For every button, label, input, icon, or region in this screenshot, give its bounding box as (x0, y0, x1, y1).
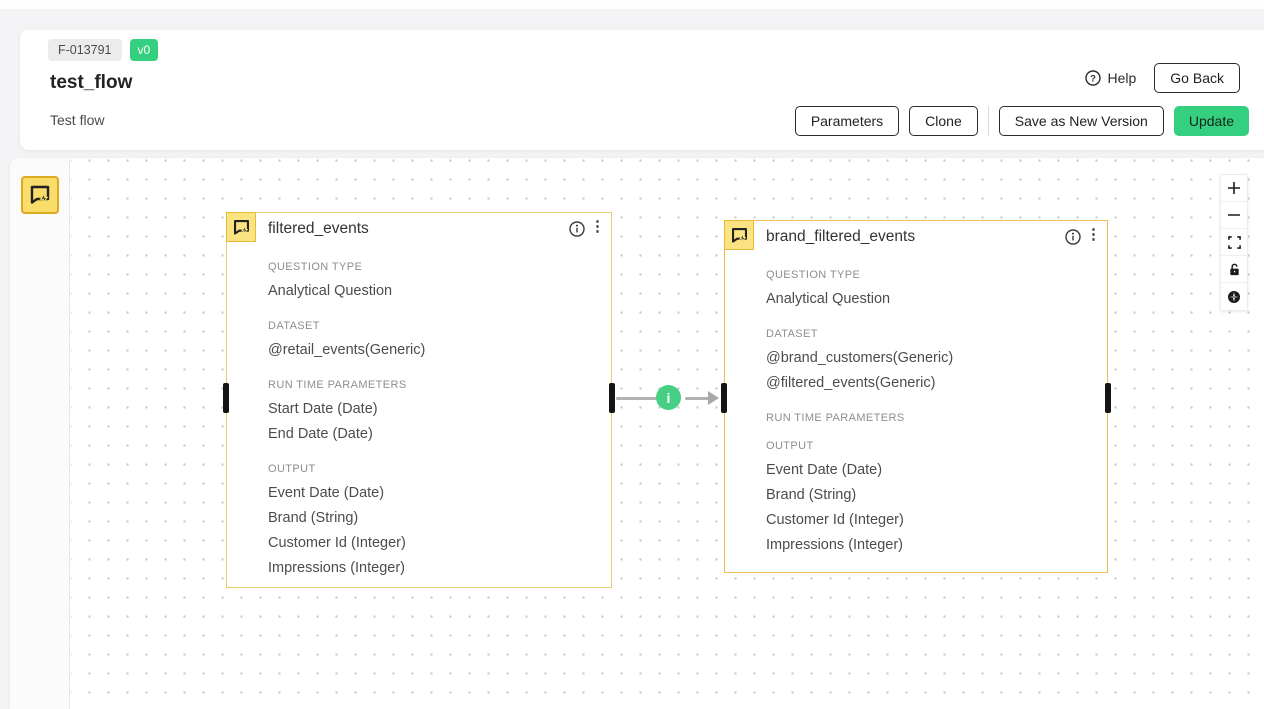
fit-view-button[interactable] (1221, 229, 1247, 256)
node-type-icon-box (226, 212, 256, 242)
output-handle[interactable] (609, 383, 615, 413)
flow-canvas[interactable]: i filtered_events (71, 158, 1264, 709)
section-item: Event Date (Date) (268, 485, 385, 501)
section-item: Event Date (Date) (766, 462, 883, 478)
badges: F-013791 v0 (48, 39, 159, 61)
section-label: DATASET (268, 320, 320, 332)
help-button[interactable]: ? Help (1084, 70, 1137, 86)
chat-lightning-icon (233, 219, 249, 235)
node-section: RUN TIME PARAMETERS (766, 412, 1093, 424)
section-label: QUESTION TYPE (766, 269, 861, 281)
section-item: Impressions (Integer) (268, 560, 405, 576)
clone-button[interactable]: Clone (909, 106, 978, 136)
minus-icon (1228, 214, 1240, 216)
unlock-icon (1229, 263, 1239, 275)
node-title: brand_filtered_events (766, 228, 916, 245)
button-divider (987, 106, 989, 136)
info-icon[interactable] (569, 221, 585, 242)
section-item: End Date (Date) (268, 426, 373, 442)
section-item: @retail_events(Generic) (268, 342, 426, 358)
input-handle[interactable] (223, 383, 229, 413)
lock-button[interactable] (1221, 256, 1247, 283)
edge-info-button[interactable]: i (656, 385, 681, 410)
question-circle-icon: ? (1084, 70, 1101, 86)
node-section: QUESTION TYPE Analytical Question (268, 261, 597, 304)
node-title: filtered_events (268, 220, 369, 237)
edge-segment (616, 397, 658, 400)
section-item: Brand (String) (766, 487, 857, 503)
section-label: RUN TIME PARAMETERS (268, 379, 407, 391)
node-type-icon-box (724, 220, 754, 250)
chat-lightning-icon (731, 227, 747, 243)
help-label: Help (1107, 70, 1137, 86)
page-subtitle: Test flow (50, 112, 105, 128)
update-button[interactable]: Update (1173, 106, 1249, 136)
plus-icon (1228, 182, 1240, 194)
node-section: OUTPUT Event Date (Date) Brand (String) Cus… (766, 440, 1093, 558)
section-item: @brand_customers(Generic) (766, 350, 954, 366)
parameters-button[interactable]: Parameters (794, 106, 900, 136)
node-section: DATASET @retail_events(Generic) (268, 320, 597, 363)
save-as-new-version-button[interactable]: Save as New Version (998, 106, 1164, 136)
go-back-button[interactable]: Go Back (1154, 63, 1240, 93)
zoom-out-button[interactable] (1221, 202, 1247, 229)
section-label: RUN TIME PARAMETERS (766, 412, 905, 424)
flow-header: F-013791 v0 test_flow Test flow ? Help G… (20, 30, 1264, 150)
palette-question-node[interactable] (21, 176, 59, 214)
compass-button[interactable] (1221, 283, 1247, 310)
top-strip (0, 0, 1264, 9)
svg-text:?: ? (1090, 73, 1096, 84)
compass-icon (1228, 290, 1240, 303)
section-item: Analytical Question (268, 283, 393, 299)
edge-arrowhead-icon (708, 391, 719, 405)
section-label: OUTPUT (268, 463, 316, 475)
node-section: RUN TIME PARAMETERS Start Date (Date) End … (268, 379, 597, 447)
section-item: Customer Id (Integer) (766, 512, 904, 528)
output-handle[interactable] (1105, 383, 1111, 413)
section-label: DATASET (766, 328, 818, 340)
node-brand-filtered-events[interactable]: brand_filtered_events ⋮ QUESTION TYPE Ana… (721, 220, 1111, 573)
section-label: QUESTION TYPE (268, 261, 363, 273)
section-label: OUTPUT (766, 440, 814, 452)
kebab-menu-icon[interactable]: ⋮ (590, 218, 605, 235)
flow-editor: i filtered_events (10, 158, 1264, 709)
zoom-in-button[interactable] (1221, 175, 1247, 202)
section-item: Brand (String) (268, 510, 359, 526)
section-item: Start Date (Date) (268, 401, 378, 417)
node-section: QUESTION TYPE Analytical Question (766, 269, 1093, 312)
info-icon[interactable] (1065, 229, 1081, 250)
fit-view-icon (1227, 235, 1241, 249)
node-section: OUTPUT Event Date (Date) Brand (String) Cus… (268, 463, 597, 581)
input-handle[interactable] (721, 383, 727, 413)
node-filtered-events[interactable]: filtered_events ⋮ QUESTION TYPE Analytica… (223, 212, 615, 588)
section-item: Customer Id (Integer) (268, 535, 406, 551)
section-item: @filtered_events(Generic) (766, 375, 936, 391)
version-badge: v0 (129, 39, 159, 61)
flow-id-badge: F-013791 (48, 39, 122, 61)
section-item: Analytical Question (766, 291, 891, 307)
canvas-controls (1220, 174, 1248, 311)
edge-segment (685, 397, 709, 400)
page-title: test_flow (50, 72, 133, 93)
node-section: DATASET @brand_customers(Generic) @filtere… (766, 328, 1093, 396)
kebab-menu-icon[interactable]: ⋮ (1086, 226, 1101, 243)
node-palette-sidebar (10, 158, 70, 709)
chat-lightning-icon (30, 185, 50, 205)
section-item: Impressions (Integer) (766, 537, 903, 553)
